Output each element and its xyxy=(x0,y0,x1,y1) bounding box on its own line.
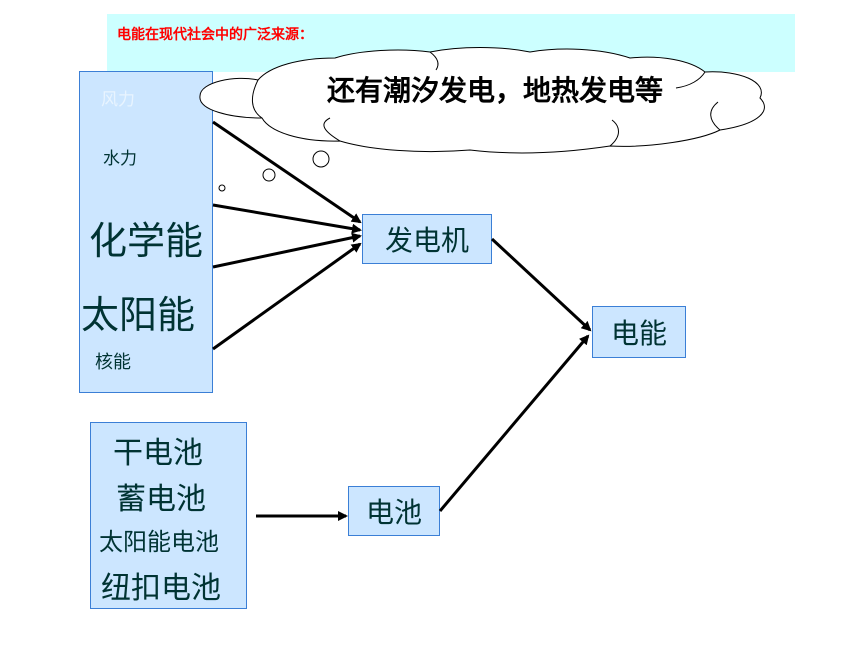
battery-dry: 干电池 xyxy=(113,436,203,471)
source-water: 水力 xyxy=(103,149,137,169)
battery-storage: 蓄电池 xyxy=(116,482,206,517)
source-nuclear: 核能 xyxy=(95,352,131,373)
generator-box: 发电机 xyxy=(362,214,492,264)
arrow-nuclear-to-generator xyxy=(212,242,362,351)
energy-sources-box xyxy=(79,71,213,393)
source-chemical: 化学能 xyxy=(89,219,204,263)
source-solar: 太阳能 xyxy=(81,293,196,337)
cloud-text: 还有潮汐发电，地热发电等 xyxy=(326,74,663,107)
slide-title: 电能在现代社会中的广泛来源： xyxy=(117,27,313,43)
arrow-solar-to-generator xyxy=(212,232,362,269)
thought-cloud xyxy=(199,47,765,154)
generator-label: 发电机 xyxy=(384,224,469,257)
battery-solar: 太阳能电池 xyxy=(99,528,219,556)
electric-energy-box: 电能 xyxy=(592,306,686,358)
arrow-wind-to-generator xyxy=(212,120,362,224)
source-wind: 风力 xyxy=(101,90,135,110)
battery-button: 纽扣电池 xyxy=(101,571,221,606)
battery-label: 电池 xyxy=(365,496,422,529)
thought-bubble-small xyxy=(218,184,226,192)
arrow-generator-to-energy xyxy=(490,237,592,332)
battery-types-box xyxy=(90,422,247,609)
arrow-battery-to-energy xyxy=(438,334,590,512)
thought-bubble-medium xyxy=(262,168,276,182)
battery-box: 电池 xyxy=(348,486,440,536)
electric-energy-label: 电能 xyxy=(610,317,667,350)
thought-bubble-large xyxy=(312,150,330,168)
arrow-chemical-to-generator xyxy=(212,203,362,234)
